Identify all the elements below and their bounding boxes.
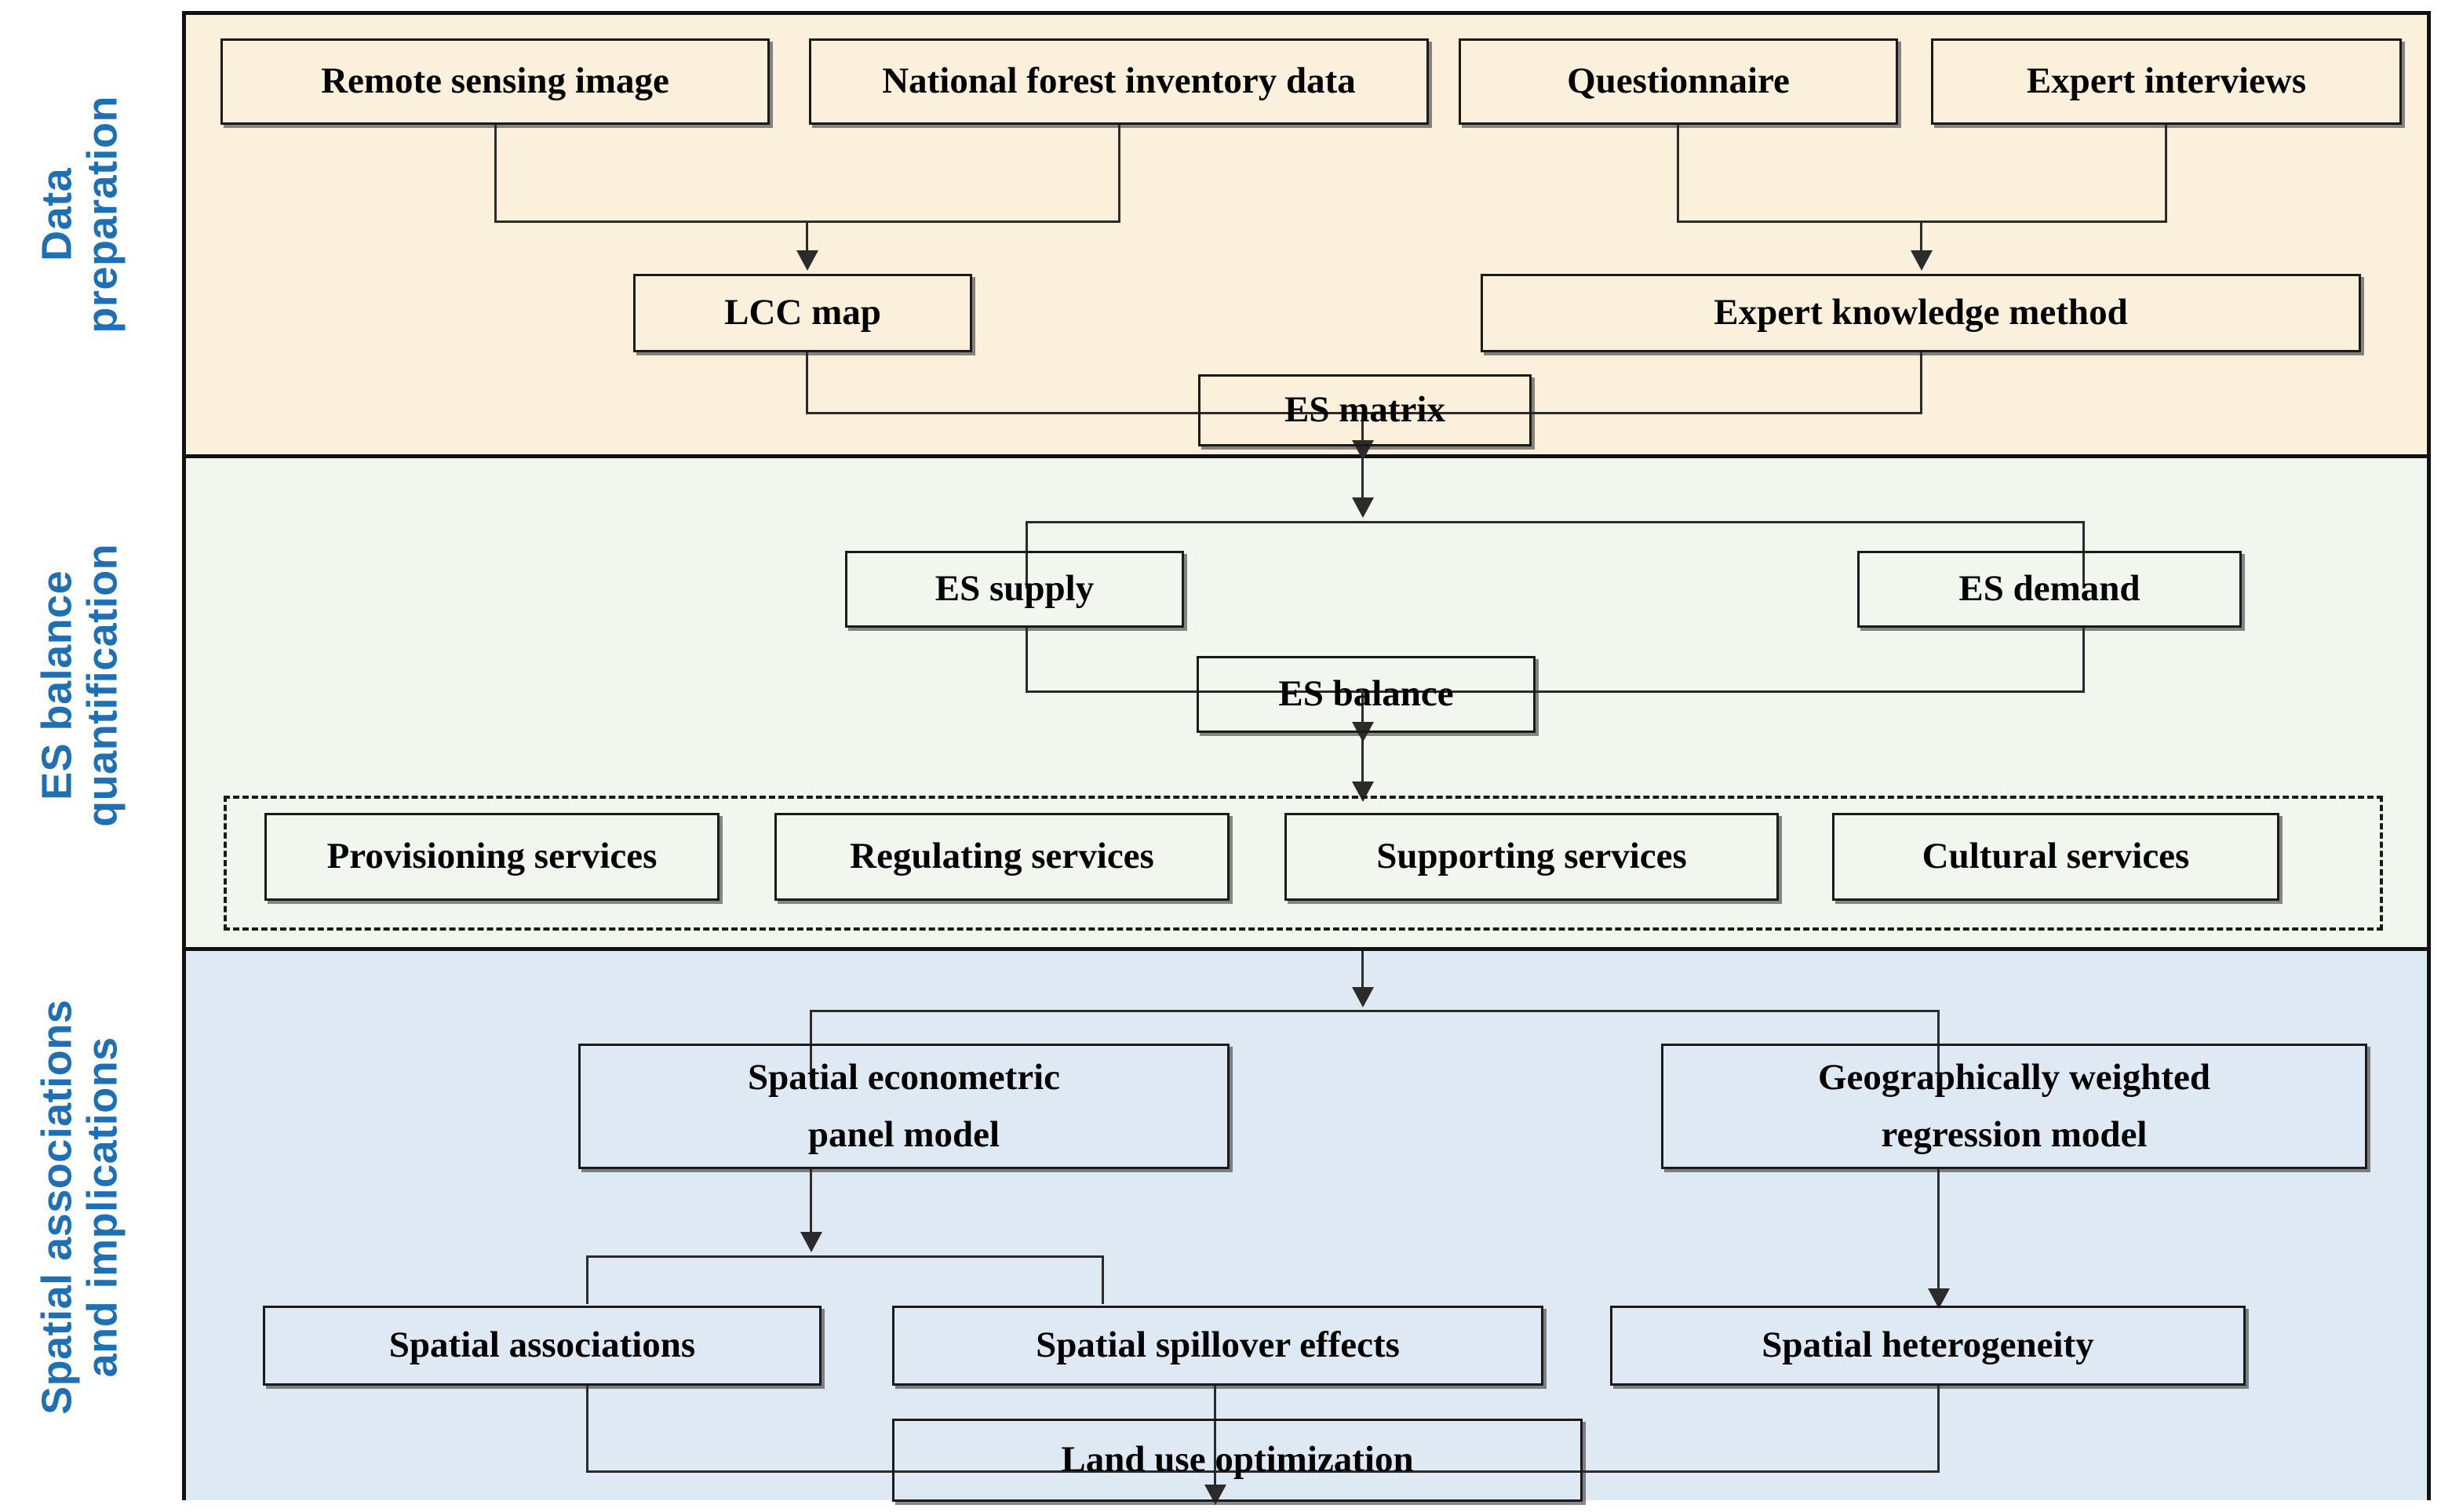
section-label-spatial-associations-implications: Spatial associations and implications bbox=[33, 999, 126, 1415]
band-data-preparation: Remote sensing image National forest inv… bbox=[186, 15, 2427, 461]
connector-matrix-bus bbox=[806, 412, 1922, 414]
node-es-supply[interactable]: ES supply bbox=[845, 551, 1184, 628]
node-remote-sensing-image[interactable]: Remote sensing image bbox=[220, 38, 770, 125]
diagram-frame: Remote sensing image National forest inv… bbox=[182, 11, 2431, 1505]
arrow-matrix-to-split bbox=[1352, 497, 1374, 518]
arrow-panel-model-to-split bbox=[800, 1232, 822, 1252]
node-cultural-services[interactable]: Cultural services bbox=[1832, 813, 2279, 901]
connector-spillover-to-optimization bbox=[1214, 1386, 1216, 1497]
node-land-use-optimization[interactable]: Land use optimization bbox=[892, 1419, 1583, 1502]
band-spatial-associations-implications: Spatial econometric panel model Geograph… bbox=[186, 951, 2427, 1505]
arrow-to-expert-knowledge-method bbox=[1911, 250, 1933, 271]
connector-demand-drop bbox=[2082, 628, 2085, 690]
connector-assoc-spill-bus bbox=[586, 1255, 1104, 1258]
arrow-gwr-to-heterogeneity bbox=[1928, 1288, 1950, 1309]
connector-bus-to-associations bbox=[586, 1255, 588, 1304]
connector-heterogeneity-drop bbox=[1937, 1386, 1940, 1470]
connector-expert-interviews-drop bbox=[2165, 125, 2167, 220]
connector-balance-bus bbox=[1026, 690, 2085, 693]
connector-supply-drop bbox=[1026, 628, 1028, 690]
arrow-into-models-split bbox=[1352, 987, 1374, 1007]
node-questionnaire[interactable]: Questionnaire bbox=[1459, 38, 1898, 125]
connector-balance-bus-down bbox=[1361, 690, 1364, 730]
connector-right-bus-down bbox=[1920, 220, 1922, 258]
connector-rsi-drop bbox=[494, 125, 497, 220]
node-spatial-heterogeneity[interactable]: Spatial heterogeneity bbox=[1610, 1306, 2246, 1386]
connector-associations-drop bbox=[586, 1386, 588, 1470]
node-expert-knowledge-method[interactable]: Expert knowledge method bbox=[1481, 274, 2361, 352]
connector-matrix-into-band2 bbox=[1361, 458, 1364, 504]
node-spatial-spillover-effects[interactable]: Spatial spillover effects bbox=[892, 1306, 1543, 1386]
node-national-forest-inventory-data[interactable]: National forest inventory data bbox=[809, 38, 1429, 125]
connector-optimization-bus bbox=[586, 1470, 1940, 1473]
connector-balance-to-services bbox=[1361, 733, 1364, 786]
node-lcc-map[interactable]: LCC map bbox=[633, 274, 972, 352]
band-es-balance-quantification: ES supply ES demand ES balance Provision… bbox=[186, 458, 2427, 951]
connector-questionnaire-drop bbox=[1677, 125, 1679, 220]
section-label-es-balance-quantification: ES balance quantification bbox=[33, 543, 126, 827]
arrow-to-lcc-map bbox=[796, 250, 818, 271]
connector-ekm-drop bbox=[1920, 352, 1922, 412]
node-es-balance[interactable]: ES balance bbox=[1197, 656, 1536, 733]
connector-bus-to-demand bbox=[2082, 521, 2085, 588]
connector-models-bus bbox=[810, 1010, 1940, 1012]
connector-left-bus-down bbox=[806, 220, 808, 258]
node-regulating-services[interactable]: Regulating services bbox=[774, 813, 1230, 901]
node-spatial-associations[interactable]: Spatial associations bbox=[263, 1306, 822, 1386]
connector-lcc-drop bbox=[806, 352, 808, 412]
node-geographically-weighted-regression-model[interactable]: Geographically weighted regression model bbox=[1661, 1044, 2367, 1169]
section-label-data-preparation: Data preparation bbox=[33, 96, 126, 333]
connector-bus-to-supply bbox=[1026, 521, 1028, 588]
node-expert-interviews[interactable]: Expert interviews bbox=[1931, 38, 2402, 125]
arrow-to-es-matrix bbox=[1352, 440, 1374, 461]
connector-gwr-drop bbox=[1937, 1169, 1940, 1293]
node-es-matrix[interactable]: ES matrix bbox=[1198, 374, 1532, 446]
connector-matrix-bus-down bbox=[1361, 412, 1364, 448]
node-provisioning-services[interactable]: Provisioning services bbox=[264, 813, 720, 901]
connector-supply-demand-bus bbox=[1026, 521, 2085, 523]
connector-into-band3 bbox=[1361, 951, 1364, 993]
connector-panel-model-drop bbox=[810, 1169, 812, 1238]
services-group bbox=[224, 796, 2383, 931]
connector-bus-to-spillover bbox=[1102, 1255, 1104, 1304]
node-spatial-econometric-panel-model[interactable]: Spatial econometric panel model bbox=[578, 1044, 1230, 1169]
node-supporting-services[interactable]: Supporting services bbox=[1284, 813, 1779, 901]
node-es-demand[interactable]: ES demand bbox=[1857, 551, 2242, 628]
connector-nfi-drop bbox=[1118, 125, 1120, 220]
